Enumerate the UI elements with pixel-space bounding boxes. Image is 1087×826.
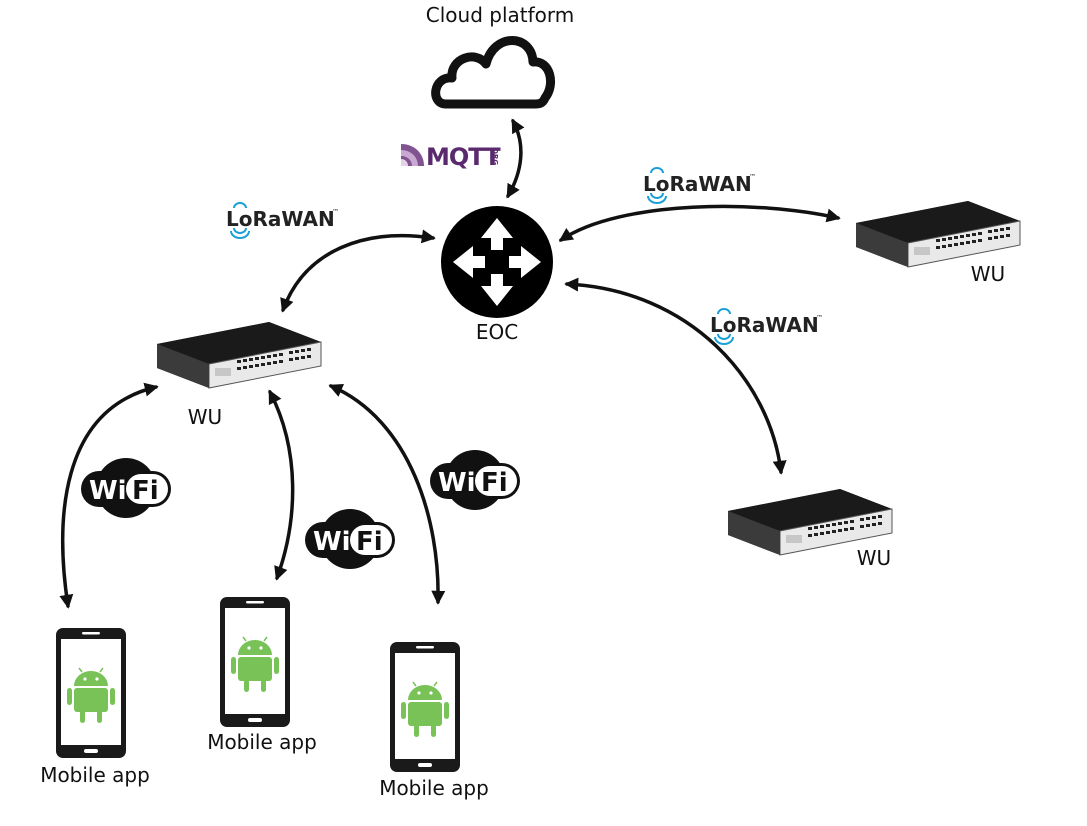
link-wu-phone-2 [268, 389, 295, 581]
wu-left-node: WU [156, 321, 322, 429]
lorawan-logo-left: LoRaWAN ™ [226, 202, 339, 239]
android-phone-icon [219, 596, 291, 728]
wifi-fi-text: Fi [356, 527, 383, 557]
eoc-label: EOC [476, 320, 518, 344]
lorawan-tm: ™ [816, 314, 823, 322]
phone-2-node: Mobile app [207, 596, 317, 754]
wu-bottom-right-label: WU [857, 546, 891, 570]
link-wu-phone-3 [328, 384, 446, 605]
router-arrows [453, 218, 541, 306]
link-wu-phone-1 [59, 382, 159, 609]
phone-2-label: Mobile app [207, 730, 317, 754]
cloud-node: Cloud platform [426, 3, 574, 109]
link-eoc-wu-left [280, 229, 436, 313]
android-phone-icon [389, 641, 461, 773]
mqtt-waves-icon [401, 144, 424, 166]
router-icon [441, 206, 553, 318]
mqtt-logo: MQTT ORG [401, 143, 502, 171]
link-eoc-wu-bottom-right [564, 277, 787, 475]
link-cloud-eoc [506, 118, 525, 199]
lorawan-text: LoRaWAN [226, 207, 335, 231]
network-switch-icon [855, 200, 1021, 268]
phone-1-label: Mobile app [40, 763, 150, 787]
lorawan-logo-right: LoRaWAN ™ [710, 308, 823, 345]
phone-1-node: Mobile app [40, 627, 150, 787]
lorawan-tm: ™ [332, 208, 339, 216]
wifi-logo-1: Wi Fi [81, 458, 171, 518]
lorawan-text: LoRaWAN [710, 313, 819, 337]
wifi-fi-text: Fi [132, 476, 159, 506]
lorawan-tm: ™ [749, 173, 756, 181]
mqtt-org-text: ORG [491, 148, 499, 165]
lorawan-waves-icon [714, 308, 734, 345]
lorawan-logo-top-right: LoRaWAN ™ [643, 167, 756, 204]
wifi-wi-text: Wi [438, 468, 476, 498]
link-eoc-wu-top-right [558, 204, 841, 242]
lorawan-waves-icon [647, 167, 667, 204]
wifi-wi-text: Wi [89, 476, 127, 506]
lorawan-waves-icon [230, 202, 250, 239]
wifi-logo-3: Wi Fi [430, 450, 520, 510]
wu-left-label: WU [188, 405, 222, 429]
mqtt-text: MQTT [426, 143, 501, 171]
wu-top-right-label: WU [971, 262, 1005, 286]
wu-top-right-node: WU [855, 200, 1021, 286]
wu-bottom-right-node: WU [727, 488, 893, 570]
phone-3-node: Mobile app [379, 641, 489, 800]
wifi-wi-text: Wi [313, 527, 351, 557]
android-phone-icon [55, 627, 127, 759]
eoc-node: EOC [441, 206, 553, 344]
wifi-logo-2: Wi Fi [305, 509, 395, 569]
network-switch-icon [156, 321, 322, 389]
cloud-icon [431, 36, 556, 109]
cloud-label: Cloud platform [426, 3, 574, 27]
lorawan-text: LoRaWAN [643, 172, 752, 196]
phone-3-label: Mobile app [379, 776, 489, 800]
wifi-fi-text: Fi [481, 468, 508, 498]
